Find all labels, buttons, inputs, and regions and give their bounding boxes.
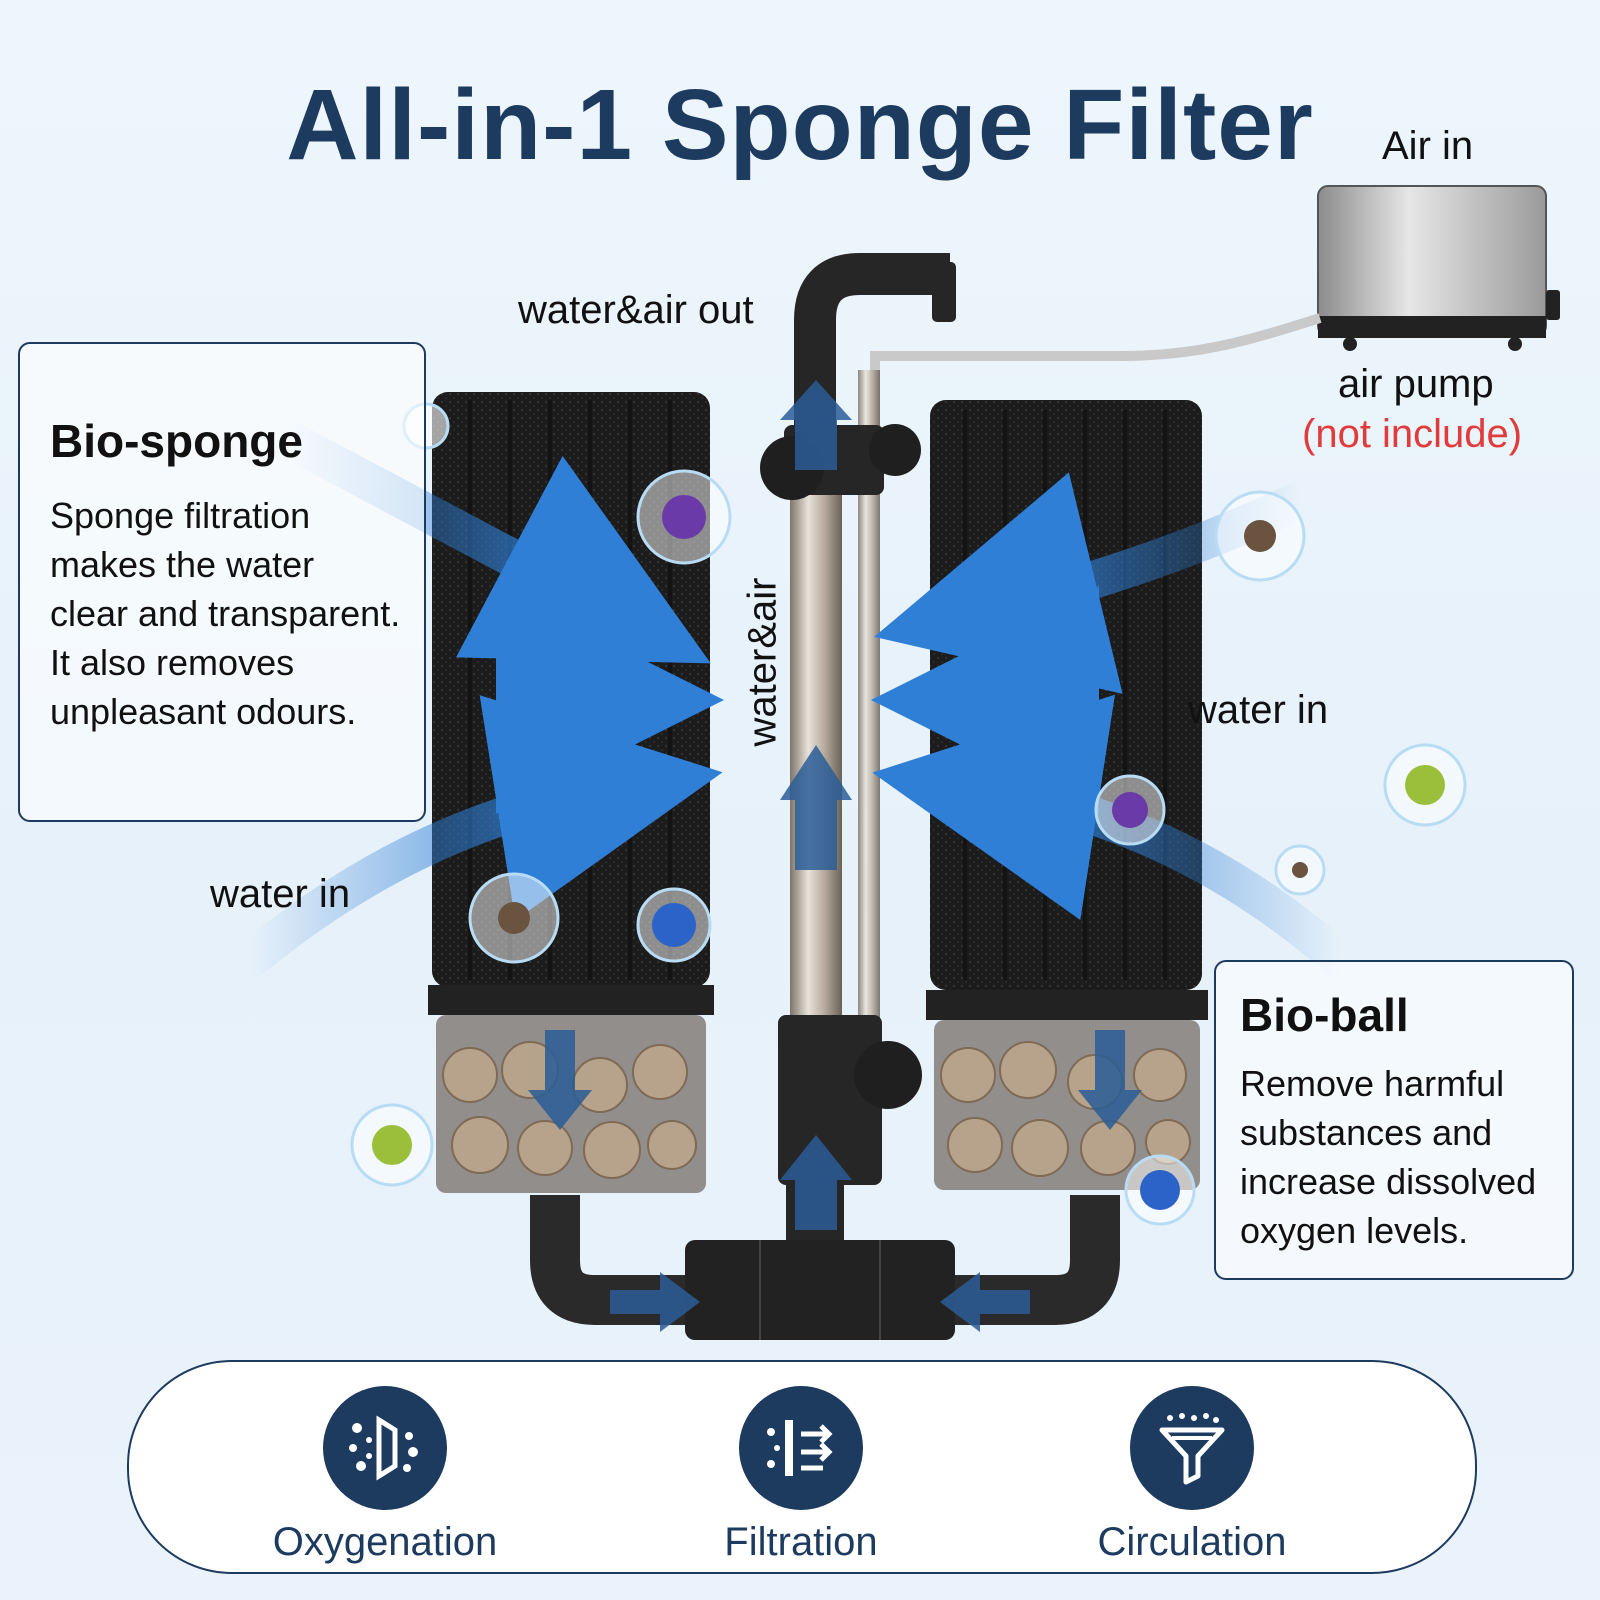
oxygenation-icon	[323, 1386, 447, 1510]
water-air-out-label: water&air out	[518, 288, 754, 332]
feature-name: Circulation	[1097, 1520, 1287, 1564]
water-in-left-label: water in	[210, 872, 351, 916]
bio-ball-title: Bio-ball	[1240, 989, 1409, 1041]
internal-arrows	[528, 380, 1142, 1332]
filtration-icon	[739, 1386, 863, 1510]
bio-ball-line: increase dissolved	[1240, 1160, 1537, 1202]
feature-filtration: Filtration	[651, 1386, 951, 1565]
water-in-right-label: water in	[1188, 688, 1329, 732]
air-in-label: Air in	[1382, 124, 1474, 168]
page-title: All-in-1 Sponge Filter	[286, 69, 1314, 181]
bio-sponge-line: makes the water	[50, 543, 315, 585]
not-include-label: (not include)	[1302, 412, 1523, 456]
bio-sponge-title: Bio-sponge	[50, 415, 303, 467]
bio-ball-line: oxygen levels.	[1240, 1209, 1469, 1251]
feature-bar: Oxygenation Filtration Circulation	[127, 1360, 1477, 1574]
bio-sponge-line: Sponge filtration	[50, 495, 311, 536]
bio-sponge-line: It also removes	[50, 641, 295, 683]
circulation-icon	[1130, 1386, 1254, 1510]
feature-circulation: Circulation	[1042, 1386, 1342, 1565]
bio-ball-line: substances and	[1240, 1111, 1493, 1153]
feature-name: Oxygenation	[272, 1520, 498, 1564]
feature-name: Filtration	[724, 1520, 878, 1564]
bio-ball-callout: Bio-ball Remove harmful substances and i…	[1214, 960, 1574, 1280]
particle-bubbles	[350, 402, 1467, 1226]
feature-oxygenation: Oxygenation	[235, 1386, 535, 1565]
air-pump	[1317, 185, 1560, 351]
air-pump-label: air pump	[1338, 362, 1494, 406]
water-air-vertical-label: water&air	[740, 577, 785, 747]
manifold	[530, 1195, 1120, 1340]
lift-tube	[760, 253, 956, 1245]
bio-sponge-line: unpleasant odours.	[50, 690, 357, 732]
bio-ball-line: Remove harmful	[1240, 1063, 1505, 1104]
bio-sponge-callout: Bio-sponge Sponge filtration makes the w…	[18, 342, 426, 822]
bio-sponge-line: clear and transparent.	[50, 592, 401, 634]
